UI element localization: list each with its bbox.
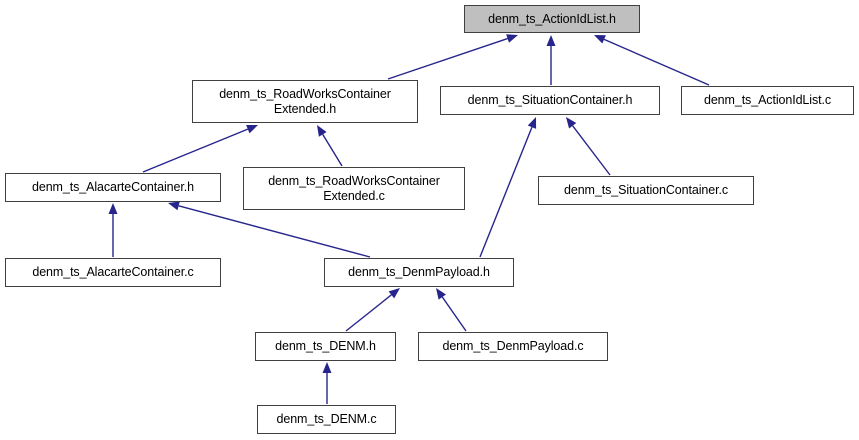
arrowhead [322, 362, 332, 373]
arrowhead [168, 201, 180, 211]
arrowhead [317, 125, 327, 137]
arrowhead [108, 203, 118, 214]
graph-edge-situationcontainer_c-to-situationcontainer_h [566, 117, 611, 176]
graph-node-denmpayload_h[interactable]: denm_ts_DenmPayload.h [324, 258, 514, 287]
graph-node-situationcontainer_c[interactable]: denm_ts_SituationContainer.c [538, 176, 754, 205]
graph-edge-alacartecontainer_c-to-alacartecontainer_h [108, 203, 118, 257]
graph-edge-roadworks_ext_c-to-roadworks_ext_h [317, 125, 343, 167]
arrowhead [527, 117, 537, 129]
graph-edge-roadworks_ext_h-to-actionidlist_h [387, 34, 518, 80]
graph-node-situationcontainer_h[interactable]: denm_ts_SituationContainer.h [440, 86, 660, 115]
graph-edge-denmpayload_c-to-denmpayload_h [436, 288, 467, 332]
graph-edge-denmpayload_h-to-situationcontainer_h [479, 117, 537, 258]
arrowhead [436, 288, 446, 300]
graph-node-label: denm_ts_DenmPayload.h [348, 265, 490, 279]
graph-node-label: denm_ts_AlacarteContainer.c [32, 265, 194, 279]
graph-node-label: denm_ts_DENM.h [275, 339, 376, 353]
graph-node-label: denm_ts_DenmPayload.c [442, 339, 584, 353]
graph-node-label: denm_ts_ActionIdList.h [488, 11, 616, 26]
arrowhead [506, 34, 518, 43]
graph-node-actionidlist_h[interactable]: denm_ts_ActionIdList.h [464, 5, 640, 33]
graph-edge-situationcontainer_h-to-actionidlist_h [546, 35, 556, 85]
graph-node-alacartecontainer_h[interactable]: denm_ts_AlacarteContainer.h [5, 173, 221, 202]
graph-node-label: denm_ts_DENM.c [276, 412, 377, 426]
arrowhead [246, 124, 258, 134]
graph-node-denm_h[interactable]: denm_ts_DENM.h [255, 332, 396, 361]
graph-node-roadworks_ext_h[interactable]: denm_ts_RoadWorksContainer Extended.h [192, 80, 418, 123]
arrowhead [546, 35, 556, 46]
arrowhead [566, 117, 577, 129]
graph-node-label: denm_ts_SituationContainer.h [467, 93, 633, 107]
graph-edge-denm_c-to-denm_h [322, 362, 332, 404]
graph-edge-alacartecontainer_h-to-roadworks_ext_h [142, 124, 258, 173]
graph-node-denmpayload_c[interactable]: denm_ts_DenmPayload.c [418, 332, 608, 361]
graph-node-label: denm_ts_ActionIdList.c [703, 93, 832, 107]
graph-edge-actionidlist_c-to-actionidlist_h [594, 35, 710, 86]
graph-node-alacartecontainer_c[interactable]: denm_ts_AlacarteContainer.c [5, 258, 221, 287]
graph-edge-denm_h-to-denmpayload_h [345, 288, 400, 332]
graph-node-label: denm_ts_AlacarteContainer.h [32, 180, 194, 194]
graph-node-label: denm_ts_RoadWorksContainer Extended.c [268, 173, 440, 203]
graph-node-denm_c[interactable]: denm_ts_DENM.c [257, 405, 396, 434]
graph-node-roadworks_ext_c[interactable]: denm_ts_RoadWorksContainer Extended.c [243, 167, 465, 210]
arrowhead [594, 35, 606, 44]
graph-node-label: denm_ts_SituationContainer.c [564, 183, 728, 197]
arrowhead [388, 288, 400, 299]
graph-node-label: denm_ts_RoadWorksContainer Extended.h [219, 86, 391, 116]
graph-node-actionidlist_c[interactable]: denm_ts_ActionIdList.c [681, 86, 854, 115]
